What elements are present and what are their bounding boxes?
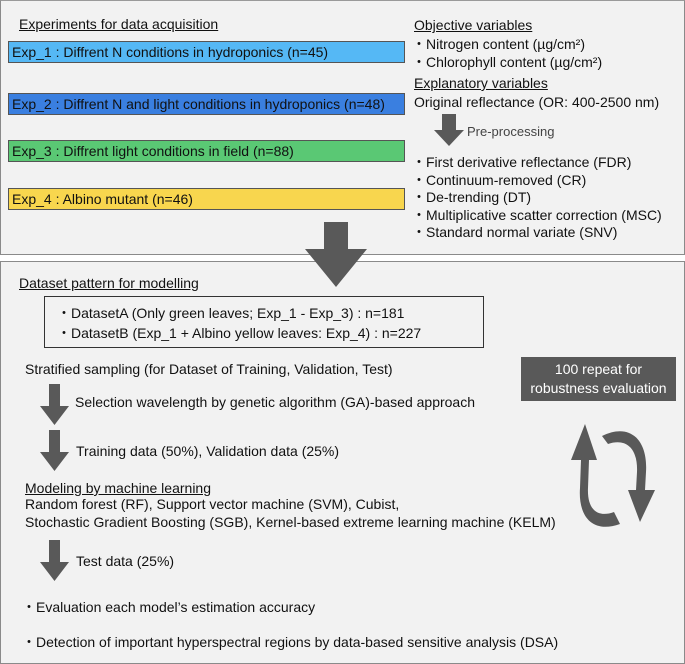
preprocessing-item: ・First derivative reflectance (FDR) xyxy=(412,154,632,170)
evaluation-item: ・Evaluation each model’s estimation accu… xyxy=(22,599,316,615)
exp-3-label: Exp_3 : Diffrent light conditions in fie… xyxy=(12,143,294,159)
dataset-box: ・DatasetA (Only green leaves; Exp_1 - Ex… xyxy=(44,296,484,348)
explanatory-heading: Explanatory variables xyxy=(414,75,548,91)
preprocessing-arrow-icon xyxy=(434,114,464,146)
training-step: Training data (50%), Validation data (25… xyxy=(76,443,340,459)
exp-2-bar: Exp_2 : Diffrent N and light conditions … xyxy=(8,93,405,115)
exp-1-bar: Exp_1 : Diffrent N conditions in hydropo… xyxy=(8,41,405,63)
training-arrow-icon xyxy=(40,430,69,471)
main-flow-arrow-icon xyxy=(305,222,367,287)
preprocessing-list: ・First derivative reflectance (FDR) ・Con… xyxy=(412,154,662,242)
dataset-heading: Dataset pattern for modelling xyxy=(19,275,199,291)
test-arrow-icon xyxy=(40,540,69,581)
exp-1-label: Exp_1 : Diffrent N conditions in hydropo… xyxy=(12,44,329,60)
objective-item: ・Nitrogen content (µg/cm²) xyxy=(412,36,586,52)
experiments-heading: Experiments for data acquisition xyxy=(19,16,219,32)
selection-arrow-icon xyxy=(40,384,69,425)
repeat-line-1: 100 repeat for xyxy=(554,361,643,377)
exp-4-label: Exp_4 : Albino mutant (n=46) xyxy=(12,191,193,207)
modeling-heading: Modeling by machine learning xyxy=(25,480,211,496)
detection-item: ・Detection of important hyperspectral re… xyxy=(22,634,559,650)
modeling-line-2: Stochastic Gradient Boosting (SGB), Kern… xyxy=(25,514,556,530)
preprocessing-item: ・De-trending (DT) xyxy=(412,189,532,205)
stratified-sampling: Stratified sampling (for Dataset of Trai… xyxy=(25,361,393,377)
exp-3-bar: Exp_3 : Diffrent light conditions in fie… xyxy=(8,140,405,162)
objective-item: ・Chlorophyll content (µg/cm²) xyxy=(412,53,603,70)
objective-heading: Objective variables xyxy=(414,17,533,33)
preprocessing-item: ・Multiplicative scatter correction (MSC) xyxy=(412,206,662,223)
preprocessing-item: ・Standard normal variate (SNV) xyxy=(412,224,618,240)
exp-2-label: Exp_2 : Diffrent N and light conditions … xyxy=(12,96,385,112)
selection-step: Selection wavelength by genetic algorith… xyxy=(75,394,476,410)
repeat-line-2: robustness evaluation xyxy=(530,380,667,396)
objective-list: ・Nitrogen content (µg/cm²) ・Chlorophyll … xyxy=(412,36,602,71)
original-reflectance: Original reflectance (OR: 400-2500 nm) xyxy=(414,94,660,110)
dataset-a: ・DatasetA (Only green leaves; Exp_1 - Ex… xyxy=(57,305,405,321)
preprocessing-label: Pre-processing xyxy=(467,124,555,139)
preprocessing-item: ・Continuum-removed (CR) xyxy=(412,171,587,188)
modeling-line-1: Random forest (RF), Support vector machi… xyxy=(25,496,400,512)
repeat-badge: 100 repeat for robustness evaluation xyxy=(521,357,676,401)
repeat-cycle-icon xyxy=(571,424,655,527)
test-step: Test data (25%) xyxy=(76,553,175,569)
dataset-b: ・DatasetB (Exp_1 + Albino yellow leaves:… xyxy=(57,325,422,341)
exp-4-bar: Exp_4 : Albino mutant (n=46) xyxy=(8,188,405,210)
